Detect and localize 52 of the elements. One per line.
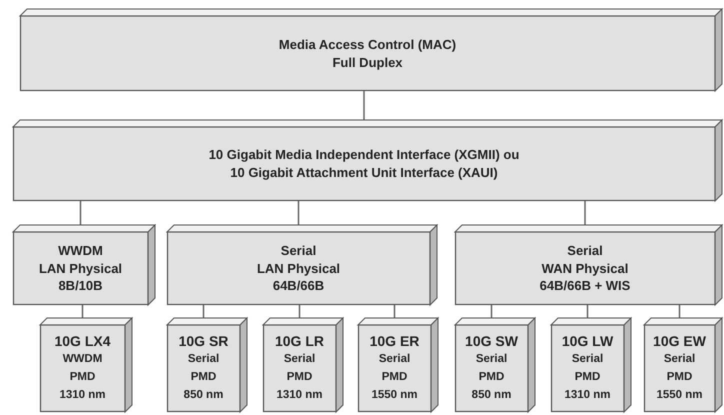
connector-line — [584, 201, 586, 225]
pmd-detail: 1550 nm — [371, 388, 418, 403]
pmd-detail: PMD — [286, 370, 312, 386]
phy-layer-label: LAN Physical — [256, 260, 340, 278]
phy-layer-label: 8B/10B — [58, 277, 103, 295]
phy-layer-label: 64B/66B — [272, 277, 324, 295]
connector-line — [394, 305, 396, 318]
pmd-detail: Serial — [572, 352, 604, 368]
connector-line — [298, 305, 300, 318]
connector-line — [363, 91, 365, 120]
connector-line — [490, 305, 492, 318]
pmd-name: 10G LR — [274, 332, 324, 352]
pmd-detail: PMD — [190, 370, 216, 386]
pmd-detail: PMD — [70, 370, 96, 386]
pmd-name: 10G SW — [465, 332, 518, 352]
connector-line — [678, 305, 680, 318]
pmd-detail: 1310 nm — [276, 388, 323, 403]
pmd-name: 10G LW — [562, 332, 614, 352]
pmd-detail: 850 nm — [472, 388, 512, 403]
phy-layer-label: WAN Physical — [542, 260, 628, 278]
pmd-detail: PMD — [382, 370, 408, 386]
pmd-detail: PMD — [478, 370, 504, 386]
connector-line — [586, 305, 588, 318]
pmd-detail: WWDM — [62, 352, 102, 368]
pmd-detail: PMD — [574, 370, 600, 386]
layer-label: Full Duplex — [332, 54, 403, 72]
pmd-name: 10G ER — [370, 332, 420, 352]
pmd-detail: 1310 nm — [564, 388, 611, 403]
phy-layer-label: Serial — [280, 242, 316, 260]
phy-layer-label: 64B/66B + WIS — [540, 277, 630, 295]
pmd-detail: Serial — [476, 352, 508, 368]
layer-label: Media Access Control (MAC) — [278, 36, 456, 54]
pmd-detail: Serial — [188, 352, 220, 368]
connector-line — [80, 201, 82, 225]
connector-line — [202, 305, 204, 318]
layer-label: 10 Gigabit Media Independent Interface (XGMII) ou — [208, 146, 520, 164]
pmd-detail: 1550 nm — [656, 388, 703, 403]
phy-layer-label: Serial — [567, 242, 603, 260]
pmd-detail: Serial — [664, 352, 696, 368]
pmd-name: 10G SR — [178, 332, 228, 352]
pmd-detail: Serial — [378, 352, 410, 368]
pmd-detail: 850 nm — [184, 388, 224, 403]
phy-layer-label: LAN Physical — [38, 260, 122, 278]
pmd-detail: Serial — [284, 352, 316, 368]
pmd-name: 10G EW — [653, 332, 706, 352]
connector-line — [82, 305, 84, 318]
pmd-detail: PMD — [666, 370, 692, 386]
connector-line — [298, 201, 300, 225]
pmd-name: 10G LX4 — [54, 332, 111, 352]
layer-label: 10 Gigabit Attachment Unit Interface (XAUI) — [230, 164, 498, 182]
pmd-detail: 1310 nm — [59, 388, 106, 403]
phy-layer-label: WWDM — [58, 242, 103, 260]
